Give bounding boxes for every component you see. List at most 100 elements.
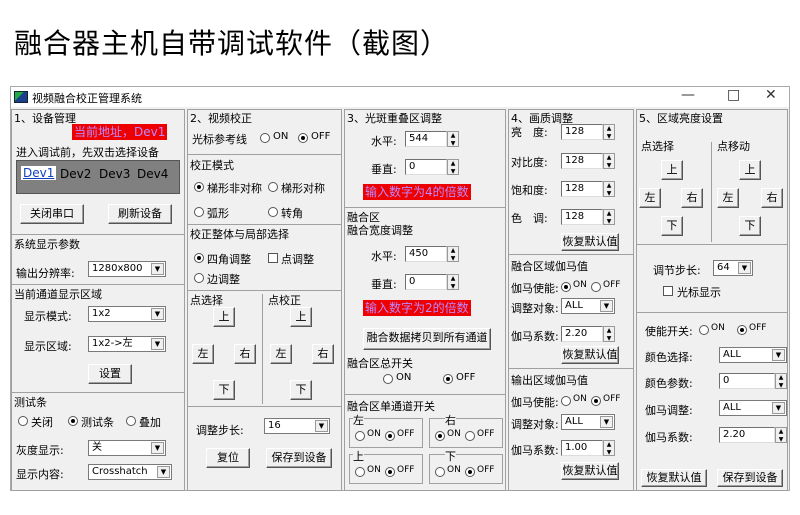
gray-select[interactable]: 关▼: [88, 440, 166, 456]
device-item[interactable]: Dev2: [60, 167, 92, 181]
edge-radio[interactable]: [194, 273, 204, 283]
fix-up-button[interactable]: 上: [290, 307, 312, 327]
output-gamma-off-radio[interactable]: [591, 396, 601, 406]
gamma-adjust-select[interactable]: ALL▼: [719, 400, 787, 416]
point-select-title: 点选择: [641, 140, 674, 153]
reset-button[interactable]: 复位: [206, 448, 250, 468]
region-move-down-button[interactable]: 下: [739, 216, 761, 236]
restore-output-gamma-button[interactable]: 恢复默认值: [561, 462, 619, 480]
enable-off-radio[interactable]: [737, 325, 747, 335]
fusion-h-spinner[interactable]: ▲▼: [447, 246, 459, 262]
restore-fusion-gamma-button[interactable]: 恢复默认值: [561, 346, 619, 364]
fusion-coef-spinner[interactable]: ▲▼: [603, 326, 615, 342]
select-down-button[interactable]: 下: [213, 380, 235, 400]
saturation-spinner[interactable]: ▲▼: [603, 181, 615, 197]
overlap-h-input[interactable]: 544: [405, 131, 447, 147]
fusion-v-spinner[interactable]: ▲▼: [447, 274, 459, 290]
left-on-radio[interactable]: [355, 431, 365, 441]
point-adjust-checkbox[interactable]: [268, 253, 278, 263]
region-select-right-button[interactable]: 右: [681, 188, 703, 208]
top-on-radio[interactable]: [355, 467, 365, 477]
region-move-up-button[interactable]: 上: [739, 160, 761, 180]
select-up-button[interactable]: 上: [213, 307, 235, 327]
setup-button[interactable]: 设置: [88, 364, 132, 384]
fusion-h-input[interactable]: 450: [405, 246, 447, 262]
arc-label: 弧形: [207, 207, 229, 220]
region-select-up-button[interactable]: 上: [661, 160, 683, 180]
copy-all-channels-button[interactable]: 融合数据拷贝到所有通道: [363, 328, 491, 350]
cursor-off-radio[interactable]: [298, 133, 308, 143]
minimize-icon[interactable]: —: [681, 87, 695, 103]
brightness-spinner[interactable]: ▲▼: [603, 124, 615, 140]
overlap-v-spinner[interactable]: ▲▼: [447, 159, 459, 175]
select-right-button[interactable]: 右: [234, 344, 256, 364]
save-region-button[interactable]: 保存到设备: [717, 469, 783, 487]
close-port-button[interactable]: 关闭串口: [20, 204, 84, 224]
region-move-left-button[interactable]: 左: [717, 188, 739, 208]
bottom-on-radio[interactable]: [435, 467, 445, 477]
fix-right-button[interactable]: 右: [312, 344, 334, 364]
arc-radio[interactable]: [194, 207, 204, 217]
trapezoid-radio[interactable]: [194, 182, 204, 192]
save-correction-button[interactable]: 保存到设备: [266, 448, 332, 468]
output-coef-spinner[interactable]: ▲▼: [603, 440, 615, 456]
step-select[interactable]: 16▼: [264, 418, 330, 434]
four-corner-radio[interactable]: [194, 253, 204, 263]
device-item[interactable]: Dev3: [99, 167, 131, 181]
test-overlay-radio[interactable]: [126, 416, 136, 426]
color-param-spinner[interactable]: ▲▼: [775, 373, 787, 389]
device-item[interactable]: Dev4: [137, 167, 169, 181]
brightness-input[interactable]: 128: [561, 124, 603, 140]
right-on-radio[interactable]: [435, 431, 445, 441]
gamma-coef-spinner[interactable]: ▲▼: [775, 427, 787, 443]
contrast-input[interactable]: 128: [561, 153, 603, 169]
trapezoid-sym-radio[interactable]: [268, 182, 278, 192]
fusion-off-radio[interactable]: [443, 374, 453, 384]
cursor-on-radio[interactable]: [260, 133, 270, 143]
select-left-button[interactable]: 左: [192, 344, 214, 364]
contrast-spinner[interactable]: ▲▼: [603, 153, 615, 169]
test-bar-radio[interactable]: [68, 416, 78, 426]
fusion-target-select[interactable]: ALL▼: [561, 298, 615, 314]
fix-down-button[interactable]: 下: [290, 380, 312, 400]
bottom-off-radio[interactable]: [465, 467, 475, 477]
device-item[interactable]: Dev1: [21, 166, 57, 180]
hue-spinner[interactable]: ▲▼: [603, 209, 615, 225]
content-select[interactable]: Crosshatch▼: [88, 464, 172, 480]
test-close-radio[interactable]: [18, 416, 28, 426]
output-target-select[interactable]: ALL▼: [561, 414, 615, 430]
color-param-input[interactable]: 0: [719, 373, 775, 389]
hue-input[interactable]: 128: [561, 209, 603, 225]
resolution-select[interactable]: 1280x800▼: [88, 261, 166, 277]
left-off-radio[interactable]: [385, 431, 395, 441]
restore-quality-button[interactable]: 恢复默认值: [561, 233, 619, 251]
region-step-select[interactable]: 64▼: [713, 260, 753, 276]
fusion-coef-input[interactable]: 2.20: [561, 326, 603, 342]
maximize-icon[interactable]: □: [727, 87, 741, 103]
region-select-down-button[interactable]: 下: [661, 216, 683, 236]
output-coef-input[interactable]: 1.00: [561, 440, 603, 456]
restore-region-button[interactable]: 恢复默认值: [641, 469, 707, 487]
refresh-devices-button[interactable]: 刷新设备: [108, 204, 172, 224]
overlap-v-input[interactable]: 0: [405, 159, 447, 175]
fusion-on-radio[interactable]: [383, 374, 393, 384]
color-select[interactable]: ALL▼: [719, 347, 787, 363]
output-gamma-on-radio[interactable]: [561, 396, 571, 406]
saturation-input[interactable]: 128: [561, 181, 603, 197]
fusion-v-input[interactable]: 0: [405, 274, 447, 290]
right-off-radio[interactable]: [465, 431, 475, 441]
cursor-show-checkbox[interactable]: [663, 286, 673, 296]
close-icon[interactable]: ✕: [765, 87, 777, 103]
enable-on-radio[interactable]: [699, 325, 709, 335]
overlap-h-spinner[interactable]: ▲▼: [447, 131, 459, 147]
fix-left-button[interactable]: 左: [270, 344, 292, 364]
fusion-gamma-on-radio[interactable]: [561, 282, 571, 292]
region-move-right-button[interactable]: 右: [761, 188, 783, 208]
top-off-radio[interactable]: [385, 467, 395, 477]
fusion-gamma-off-radio[interactable]: [591, 282, 601, 292]
rotate-radio[interactable]: [268, 207, 278, 217]
gamma-coef-input[interactable]: 2.20: [719, 427, 775, 443]
display-area-select[interactable]: 1x2->左▼: [88, 336, 166, 352]
display-mode-select[interactable]: 1x2▼: [88, 306, 166, 322]
region-select-left-button[interactable]: 左: [639, 188, 661, 208]
